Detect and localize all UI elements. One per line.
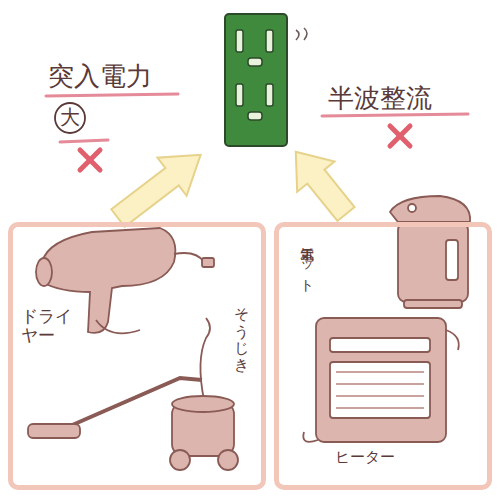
electric-pot	[390, 196, 470, 308]
appliance-label: ドライヤー	[21, 307, 75, 344]
outlet-plate	[225, 14, 287, 146]
appliance-label: 電気ポット	[299, 237, 314, 285]
annotation-text: 突入電力	[48, 62, 152, 91]
appliance-label: ヒーター	[335, 449, 435, 466]
appliance-label: そうじき	[233, 297, 250, 365]
annotation-text: 半波整流	[328, 84, 432, 113]
appliance-panel: ドライヤー そうじき	[8, 222, 266, 490]
outlet-slots	[236, 30, 273, 120]
wall-outlet	[225, 14, 307, 146]
fan-heater	[303, 318, 459, 442]
annotation-text: 大	[60, 106, 80, 128]
vacuum-cleaner	[28, 318, 238, 470]
appliance-panel: 電気ポットヒーター	[274, 222, 492, 490]
sweat-marks	[296, 28, 307, 40]
block-arrow	[277, 137, 365, 229]
